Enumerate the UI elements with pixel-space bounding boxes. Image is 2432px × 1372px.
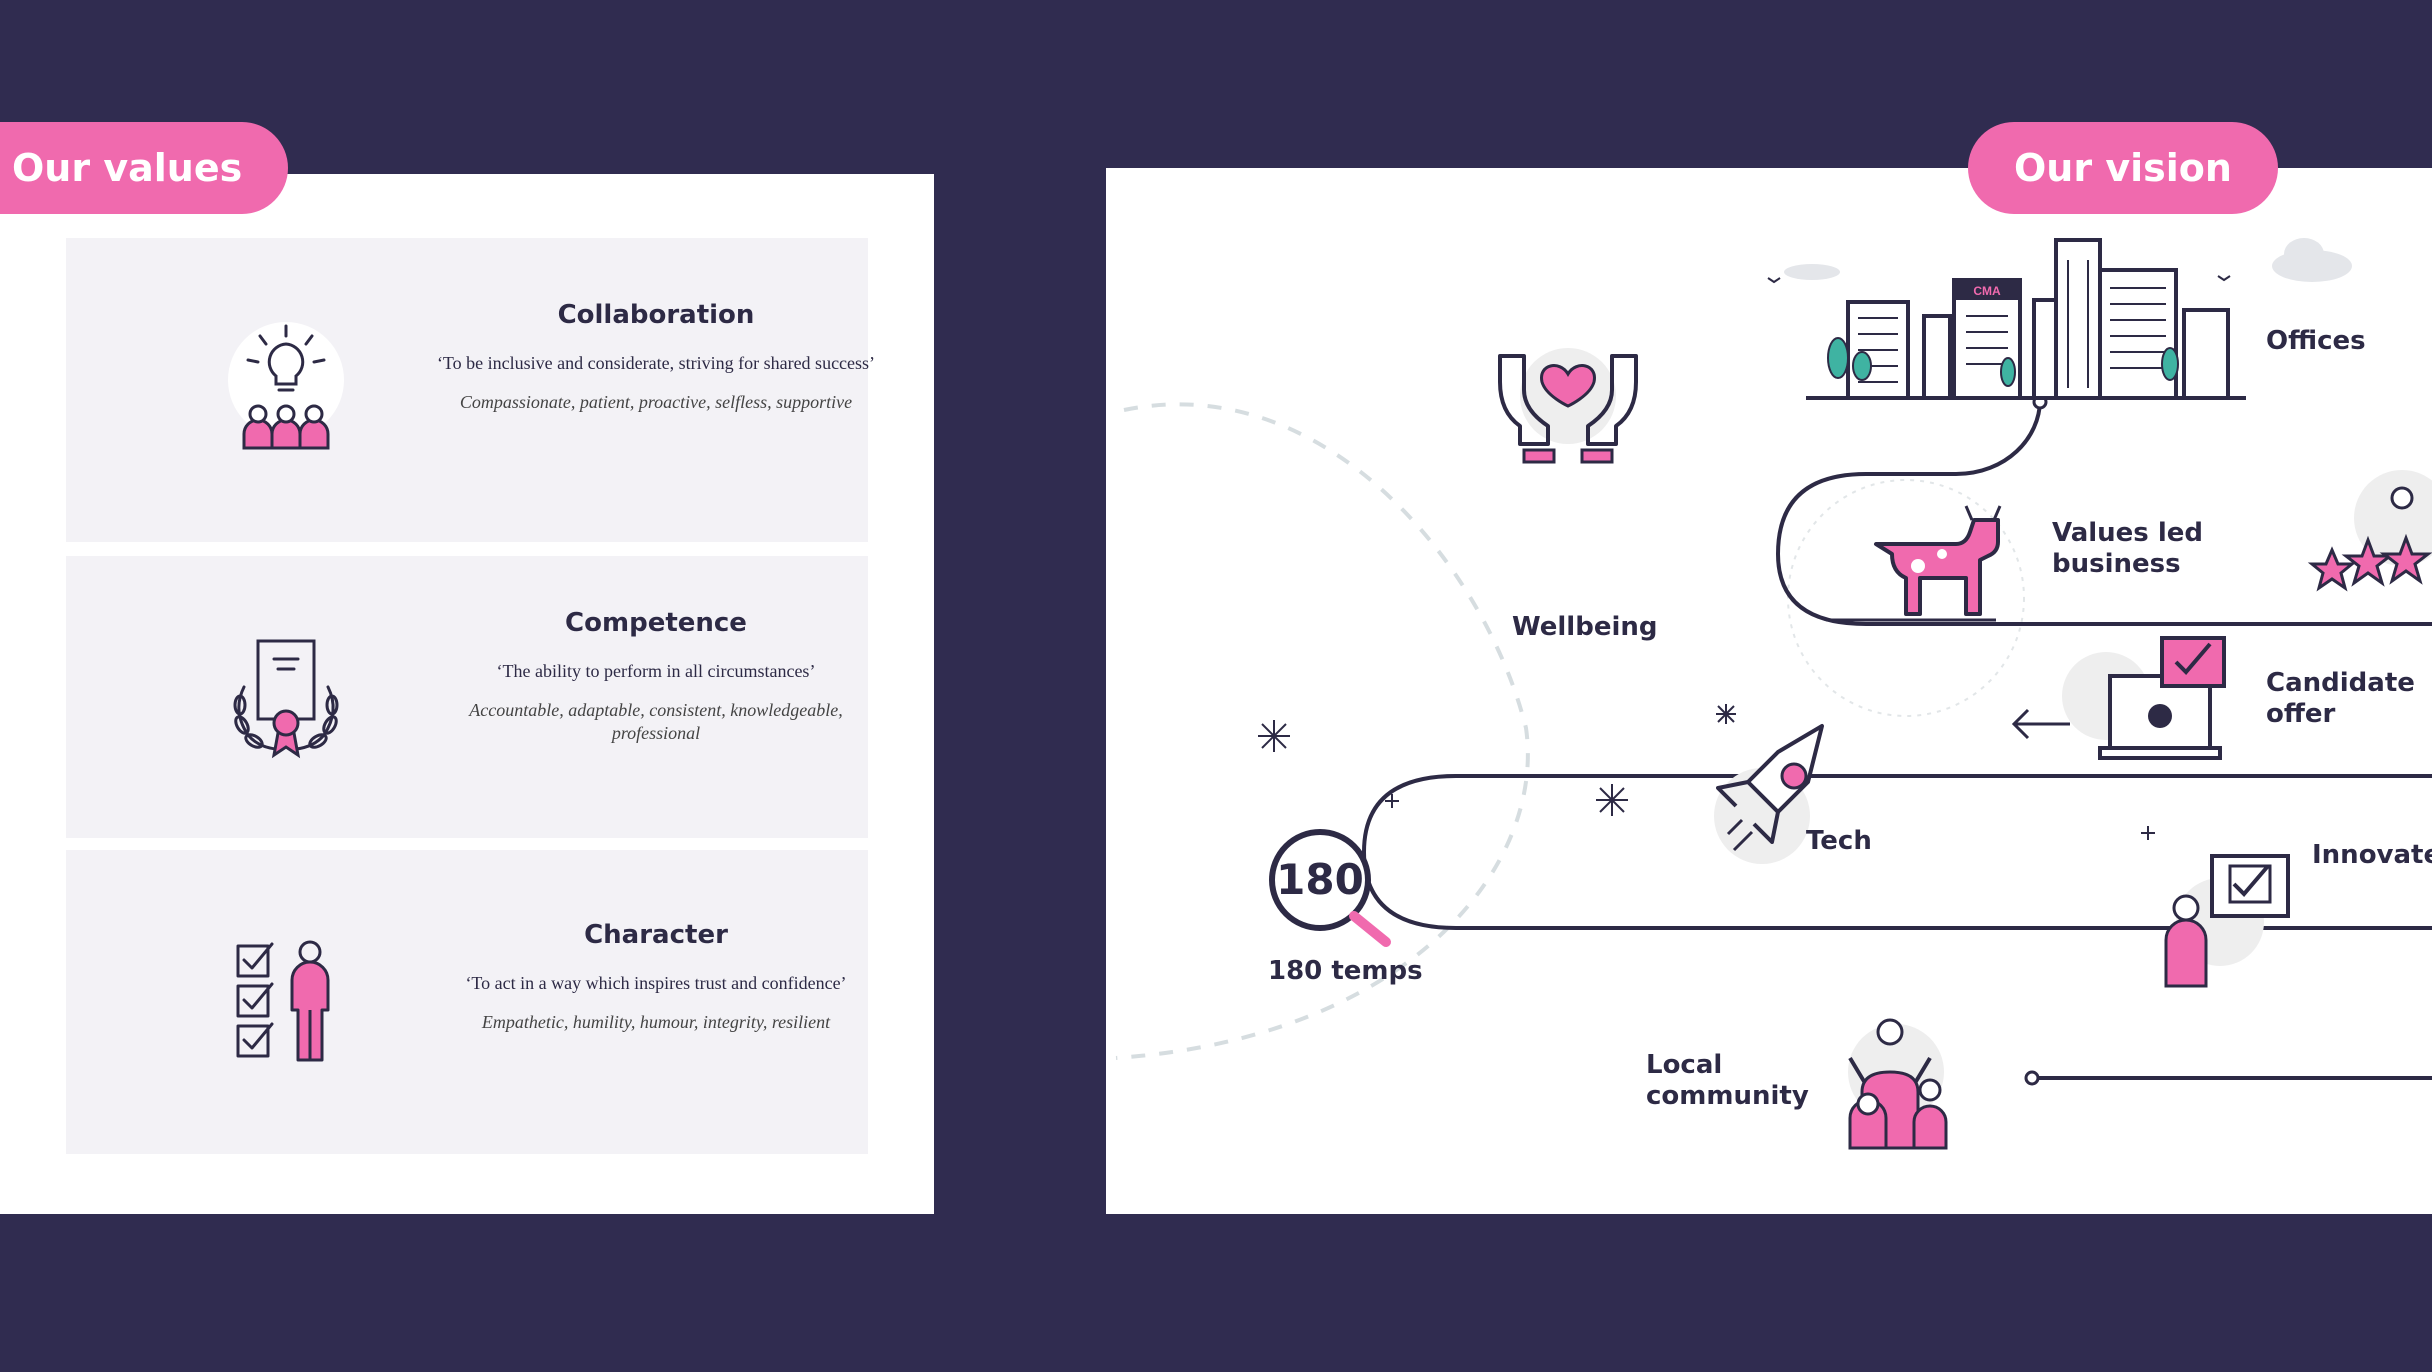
value-traits: Accountable, adaptable, consistent, know… xyxy=(469,700,843,743)
value-card-competence: Competence ‘The ability to perform in al… xyxy=(66,556,868,838)
bird-icons xyxy=(1767,275,2231,284)
hands-heart-icon xyxy=(1498,354,1638,464)
certificate-laurel-icon xyxy=(233,639,339,759)
city-sign: CMA xyxy=(1973,284,2001,298)
label-tech: Tech xyxy=(1806,826,1872,856)
magnifier-180-icon: 180 xyxy=(1269,829,1391,947)
checklist-person-icon xyxy=(236,940,330,1062)
label-wellbeing: Wellbeing xyxy=(1512,612,1658,642)
vision-roadmap: CMA xyxy=(1115,238,2432,1150)
city-sign-bar xyxy=(1954,280,2020,300)
road-path-lower xyxy=(1361,774,2432,930)
road-path xyxy=(1775,399,2432,626)
label-innovate: Innovate xyxy=(2312,840,2432,870)
cloud-icons xyxy=(1784,238,2352,282)
value-traits: Compassionate, patient, proactive, selfl… xyxy=(459,392,853,412)
value-card-collaboration: Collaboration ‘To be inclusive and consi… xyxy=(66,238,875,542)
tree-icons xyxy=(1827,337,2179,387)
value-title: Collaboration xyxy=(557,300,755,330)
value-quote: ‘To be inclusive and considerate, strivi… xyxy=(436,353,876,373)
community-people-icon xyxy=(1848,1018,1948,1150)
dashed-guide-arc xyxy=(1115,402,1530,1060)
label-candidate-offer: Candidate offer xyxy=(2266,668,2415,729)
building-windows xyxy=(1858,260,2166,388)
label-offices: Offices xyxy=(2266,326,2366,356)
road-end-dot xyxy=(2024,1070,2040,1086)
rating-stars-icon xyxy=(2307,470,2432,592)
vision-panel: CMA xyxy=(1106,168,2432,1214)
label-local-community: Local community xyxy=(1646,1050,1809,1111)
value-card-character: Character ‘To act in a way which inspire… xyxy=(66,850,868,1154)
values-heading-pill: Our values xyxy=(0,122,289,214)
label-values-led-business: Values led business xyxy=(2052,518,2203,579)
label-180-temps: 180 temps xyxy=(1268,956,1423,986)
values-panel: Collaboration ‘To be inclusive and consi… xyxy=(0,174,934,1214)
value-quote: ‘To act in a way which inspires trust an… xyxy=(465,973,847,993)
vision-heading-pill: Our vision xyxy=(1968,122,2278,214)
value-traits: Empathetic, humility, humour, integrity,… xyxy=(481,1012,831,1032)
innovate-person-icon xyxy=(2164,854,2290,988)
dotted-guide-circle xyxy=(1787,479,2025,717)
rocket-icon xyxy=(1714,724,1824,864)
temps-number: 180 xyxy=(1276,855,1364,904)
value-quote: ‘The ability to perform in all circumsta… xyxy=(496,661,816,681)
cow-icon xyxy=(1826,505,2002,622)
value-title: Competence xyxy=(565,608,747,638)
lightbulb-team-icon xyxy=(228,322,344,450)
sparkle-icons xyxy=(1258,704,2155,840)
laptop-offer-icon xyxy=(2011,636,2226,760)
value-title: Character xyxy=(584,920,728,950)
